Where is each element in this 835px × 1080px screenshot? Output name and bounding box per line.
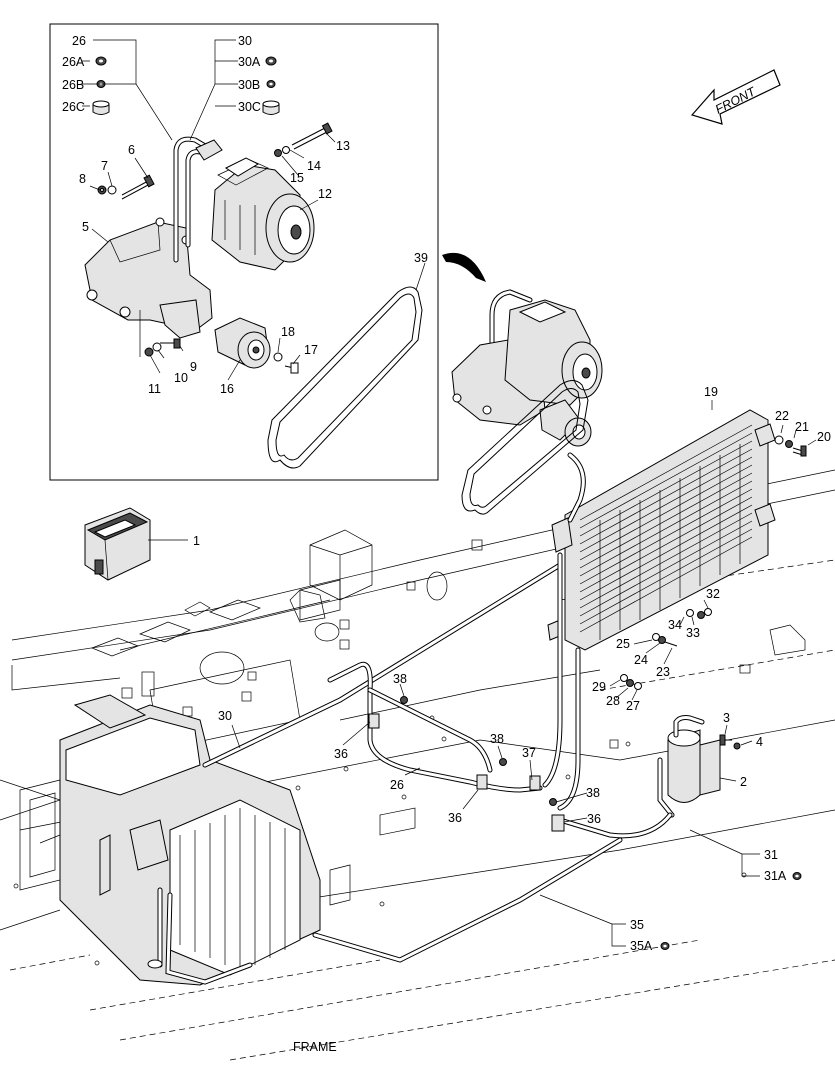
label-2: 2 — [740, 775, 747, 789]
label-26A: 26A — [62, 55, 85, 69]
drive-belt — [267, 286, 423, 469]
detail-inset-frame — [49, 23, 439, 481]
label-26C: 26C — [62, 100, 85, 114]
label-6: 6 — [128, 143, 135, 157]
label-14: 14 — [307, 159, 321, 173]
frame-label: FRAME — [293, 1040, 337, 1054]
label-10: 10 — [174, 371, 188, 385]
legend-icons — [92, 56, 280, 115]
label-34: 34 — [668, 618, 682, 632]
label-20: 20 — [817, 430, 831, 444]
label-27: 27 — [626, 699, 640, 713]
compressor — [211, 157, 315, 271]
label-9: 9 — [190, 360, 197, 374]
ac-control-panel — [84, 507, 151, 581]
label-26-inset: 26 — [72, 34, 86, 48]
callout-labels: 26 26A 26B 26C 30 30A 30B 30C 6 7 8 5 13… — [62, 34, 831, 953]
label-3: 3 — [723, 711, 730, 725]
label-31: 31 — [764, 848, 778, 862]
label-13: 13 — [336, 139, 350, 153]
label-29: 29 — [592, 680, 606, 694]
label-28: 28 — [606, 694, 620, 708]
idler-pulley — [214, 317, 271, 369]
label-22: 22 — [775, 409, 789, 423]
compressor-bracket — [84, 217, 213, 339]
inset-arrow — [442, 252, 486, 282]
label-37: 37 — [522, 746, 536, 760]
label-36-b: 36 — [448, 811, 462, 825]
label-36-c: 36 — [587, 812, 601, 826]
label-30-main: 30 — [218, 709, 232, 723]
front-arrow — [690, 69, 781, 125]
label-35: 35 — [630, 918, 644, 932]
label-7: 7 — [101, 159, 108, 173]
leader-lines-main — [148, 400, 817, 947]
refrigerant-hoses — [202, 452, 673, 963]
label-38-c: 38 — [586, 786, 600, 800]
fasteners-inset — [97, 122, 333, 374]
label-19: 19 — [704, 385, 718, 399]
label-8: 8 — [79, 172, 86, 186]
label-33: 33 — [686, 626, 700, 640]
label-24: 24 — [634, 653, 648, 667]
label-26-main: 26 — [390, 778, 404, 792]
label-35A: 35A — [630, 939, 653, 953]
condenser — [547, 409, 776, 651]
label-1: 1 — [193, 534, 200, 548]
label-36-a: 36 — [334, 747, 348, 761]
leader-lines-inset — [82, 39, 426, 381]
compressor-assembly-installed — [451, 289, 603, 447]
hose-clamps — [368, 696, 565, 832]
label-25: 25 — [616, 637, 630, 651]
label-30-inset: 30 — [238, 34, 252, 48]
label-32: 32 — [706, 587, 720, 601]
label-30A: 30A — [238, 55, 261, 69]
label-5: 5 — [82, 220, 89, 234]
label-38-b: 38 — [490, 732, 504, 746]
label-15: 15 — [290, 171, 304, 185]
label-16: 16 — [220, 382, 234, 396]
label-4: 4 — [756, 735, 763, 749]
label-11: 11 — [148, 382, 161, 396]
receiver-drier — [657, 715, 721, 818]
label-12: 12 — [318, 187, 332, 201]
label-21: 21 — [795, 420, 809, 434]
label-39: 39 — [414, 251, 428, 265]
label-30C: 30C — [238, 100, 261, 114]
label-26B: 26B — [62, 78, 84, 92]
label-17: 17 — [304, 343, 318, 357]
label-38-a: 38 — [393, 672, 407, 686]
fasteners-condenser — [620, 435, 807, 750]
label-18: 18 — [281, 325, 295, 339]
label-31A: 31A — [764, 869, 787, 883]
label-30B: 30B — [238, 78, 260, 92]
hvac-unit — [19, 694, 321, 986]
label-23: 23 — [656, 665, 670, 679]
